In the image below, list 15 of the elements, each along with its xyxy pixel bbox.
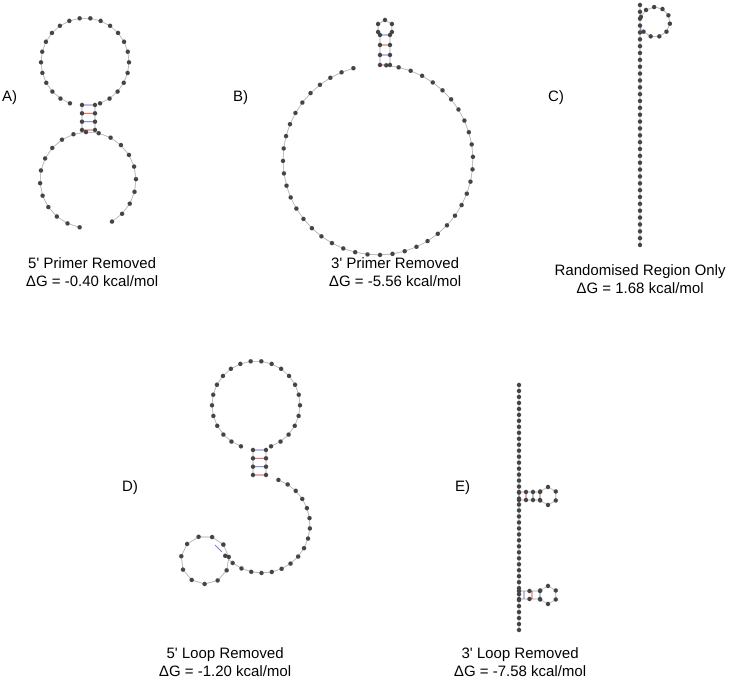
caption-text: ΔG = -5.56 kcal/mol: [328, 273, 462, 291]
caption-text: 3' Primer Removed: [331, 255, 459, 273]
panel-label: C): [548, 88, 564, 106]
caption-text: ΔG = 1.68 kcal/mol: [576, 280, 704, 298]
panel-label: E): [455, 478, 470, 496]
caption-text: 3' Loop Removed: [461, 645, 579, 663]
panel-label: A): [2, 88, 17, 106]
caption-text: ΔG = -7.58 kcal/mol: [454, 663, 586, 681]
caption-text: 5' Loop Removed: [166, 645, 284, 663]
caption-text: ΔG = -1.20 kcal/mol: [158, 663, 292, 681]
panel-label: D): [122, 478, 138, 496]
panel-label: B): [233, 88, 248, 106]
caption-text: ΔG = -0.40 kcal/mol: [26, 273, 158, 291]
caption-text: 5' Primer Removed: [28, 255, 156, 273]
caption-text: Randomised Region Only: [554, 262, 726, 280]
